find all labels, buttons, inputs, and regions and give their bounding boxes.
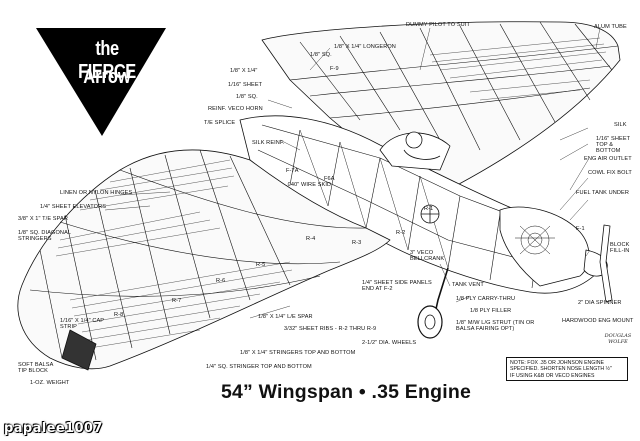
title-badge-triangle: [36, 28, 166, 136]
pilot-head: [405, 131, 423, 149]
label-r1: R-1: [424, 206, 434, 212]
right-wing-ribs: [289, 21, 619, 151]
label-silk: SILK: [614, 122, 627, 128]
label-ply-filler: 1/8 PLY FILLER: [470, 308, 512, 314]
label-tank-vent: TANK VENT: [452, 282, 484, 288]
elevator-hatch: [79, 159, 235, 211]
right-wing-stringers: [429, 37, 607, 101]
left-wing-stringers: [55, 211, 293, 349]
label-r7: R-7: [172, 298, 182, 304]
label-r4: R-4: [306, 236, 316, 242]
label-stringers-top-bottom: 1/8" X 1/4" STRINGERS TOP AND BOTTOM: [240, 350, 356, 356]
label-r8: R-8: [114, 312, 124, 318]
label-cap-strip: 1/16" X 1/4" CAP STRIP: [60, 318, 105, 330]
seller-watermark: papalee1007: [4, 421, 103, 436]
title-line-1: the FIERCE: [78, 38, 136, 83]
designer-signature: DOUGLAS WOLFE: [604, 333, 632, 345]
label-alum-tube: ALUM TUBE: [594, 24, 627, 30]
label-f7a: F-7A: [286, 168, 299, 174]
spec-caption: 54” Wingspan • .35 Engine: [220, 381, 472, 403]
label-te-splice: T/E SPLICE: [204, 120, 236, 126]
label-sheet-ribs: 3/32" SHEET RIBS - R-2 THRU R-9: [284, 326, 377, 332]
label-r6: R-6: [216, 278, 226, 284]
title-line-2: Arrow: [83, 66, 131, 88]
label-wheels: 2-1/2" DIA. WHEELS: [362, 340, 417, 346]
note-line-1: NOTE: FOX .35 OR JOHNSON ENGINE: [510, 360, 604, 366]
label-sq-stringer: 1/4" SQ. STRINGER TOP AND BOTTOM: [206, 364, 312, 370]
label-eng-mount: HARDWOOD ENG MOUNT: [562, 318, 634, 324]
label-silk-reinf: SILK REINF.: [252, 140, 285, 146]
label-soft-balsa: SOFT BALSA TIP BLOCK: [18, 362, 54, 374]
canopy: [379, 132, 451, 171]
label-sq-1-8-top: 1/8" SQ.: [310, 52, 332, 58]
label-r5: R-5: [256, 262, 266, 268]
label-weight: 1-OZ. WEIGHT: [30, 380, 70, 386]
label-diag-stringers: 1/8" SQ. DIAGONAL STRINGERS: [18, 230, 71, 242]
label-sheet-top-bottom: 1/16" SHEET TOP & BOTTOM: [596, 136, 631, 154]
label-cowl-fix-bolt: COWL FIX BOLT: [588, 170, 632, 176]
label-sheet-elevators: 1/4" SHEET ELEVATORS: [40, 204, 107, 210]
label-spinner: 2" DIA SPINNER: [578, 300, 622, 306]
label-r2: R-2: [396, 230, 406, 236]
label-eighth-quarter: 1/8" X 1/4": [230, 68, 258, 74]
right-wing-outline: [261, 21, 621, 201]
label-te-spar: 3/8" X 1" T/E SPAR: [18, 216, 69, 222]
label-eng-air-outlet: ENG AIR OUTLET: [584, 156, 632, 162]
label-f1: F-1: [576, 226, 585, 232]
label-longeron: 1/8" X 1/4" LONGERON: [334, 44, 396, 50]
label-sq-1-8-mid: 1/8" SQ.: [236, 94, 258, 100]
label-le-spar: 1/8" X 1/4" L/E SPAR: [258, 314, 313, 320]
label-f9: F-9: [330, 66, 339, 72]
label-wire-skid: .040" WIRE SKID: [286, 182, 332, 188]
label-reinf-veco: REINF. VECO HORN: [208, 106, 263, 112]
label-fuel-tank: FUEL TANK UNDER: [576, 190, 629, 196]
engine-note-box: NOTE: FOX .35 OR JOHNSON ENGINE SPECIFIE…: [506, 357, 628, 381]
propeller: [599, 224, 613, 303]
note-line-2: SPECIFIED. SHORTEN NOSE LENGTH ½": [510, 366, 612, 373]
label-carry-thru: 1/8 PLY CARRY-THRU: [456, 296, 516, 302]
label-strut: 1/8" M/W L/G STRUT (TIN OR BALSA FAIRING…: [456, 320, 535, 332]
label-f6a: F6A: [324, 176, 335, 182]
label-block-fill: BLOCK FILL-IN: [610, 242, 630, 254]
engine-cylinders: [515, 225, 555, 255]
note-line-3: IF USING K&B OR VECO ENGINES: [510, 372, 595, 379]
wheel: [417, 305, 443, 339]
label-linen-hinges: LINEN OR NYLON HINGES: [60, 190, 133, 196]
label-side-panels: 1/4" SHEET SIDE PANELS END AT F-2: [362, 280, 432, 292]
left-wing-outline: [17, 149, 391, 370]
leader-lines: [104, 27, 601, 319]
tip-block: [61, 329, 97, 371]
label-bellcrank: 3" VECO BELLCRANK: [410, 250, 445, 262]
label-sixteenth-sheet: 1/16" SHEET: [228, 82, 263, 88]
label-r3: R-3: [352, 240, 362, 246]
label-dummy-pilot: DUMMY PILOT TO SUIT: [406, 22, 470, 28]
